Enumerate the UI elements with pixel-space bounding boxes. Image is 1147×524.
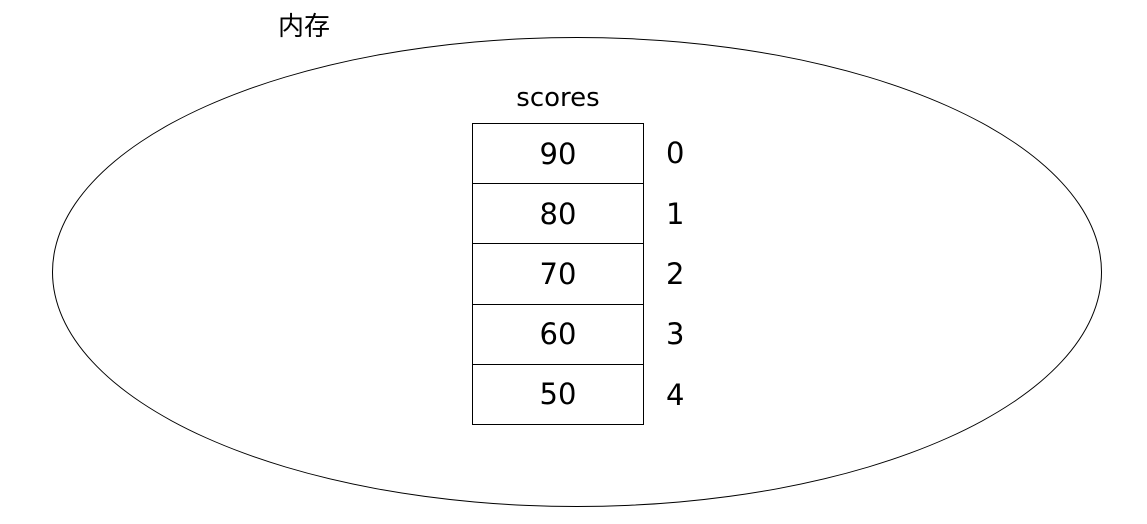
array-index-0: 0 bbox=[666, 136, 685, 171]
array-cell-0: 90 bbox=[473, 124, 643, 185]
array-name-label: scores bbox=[516, 83, 600, 113]
array-index-4: 4 bbox=[666, 377, 685, 412]
memory-label: 内存 bbox=[278, 12, 331, 42]
array-cell-value-3: 60 bbox=[539, 317, 577, 352]
array-indices: 0 1 2 3 4 bbox=[666, 123, 684, 425]
array-index-2: 2 bbox=[666, 257, 685, 292]
memory-boundary-ellipse bbox=[52, 37, 1102, 507]
array-index-1: 1 bbox=[666, 196, 685, 231]
array-cell-3: 60 bbox=[473, 305, 643, 365]
array-cell-value-4: 50 bbox=[539, 377, 577, 412]
array-box: 90 80 70 60 50 bbox=[472, 123, 644, 425]
array-cell-value-2: 70 bbox=[539, 257, 577, 291]
array-index-3: 3 bbox=[666, 317, 685, 352]
array-cell-2: 70 bbox=[473, 244, 643, 305]
array-cell-4: 50 bbox=[473, 365, 643, 424]
array-cell-value-1: 80 bbox=[539, 196, 577, 231]
array-cell-value-0: 90 bbox=[539, 136, 577, 171]
array-cell-1: 80 bbox=[473, 184, 643, 245]
